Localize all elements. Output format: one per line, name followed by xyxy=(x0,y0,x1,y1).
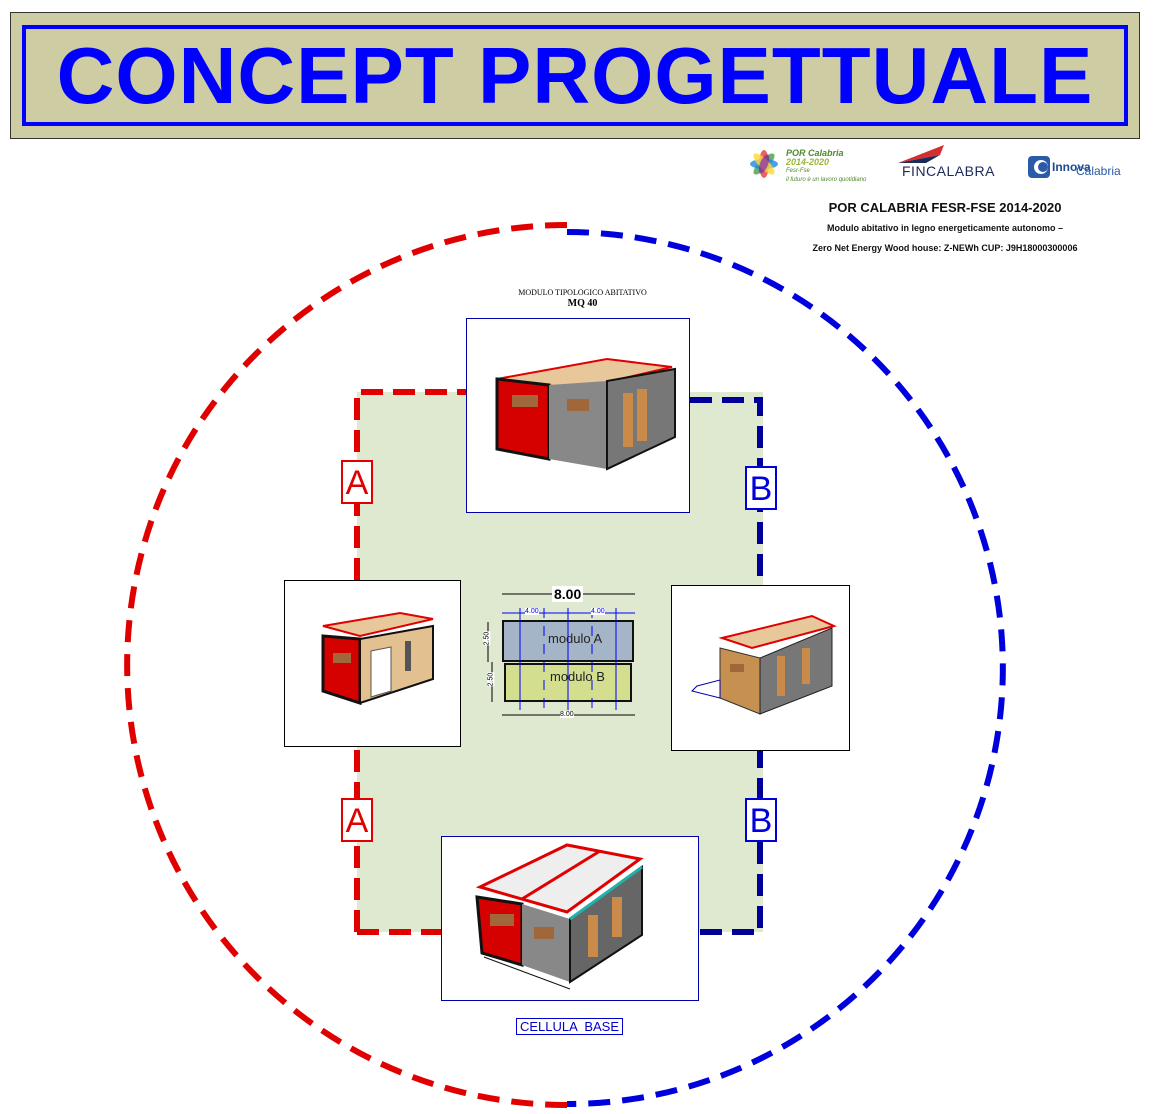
house-render xyxy=(495,357,676,471)
label-a-top: A xyxy=(341,460,373,504)
label-a-bottom: A xyxy=(341,798,373,842)
view-left-perspective xyxy=(284,580,461,747)
ci-part2: Innova xyxy=(1052,160,1091,174)
circle-half-a xyxy=(124,222,568,1108)
title-banner: CONCEPT PROGETTUALE xyxy=(10,12,1140,139)
view-top-perspective xyxy=(466,318,690,513)
flower-logo-icon xyxy=(750,150,778,178)
module-area: MQ 40 xyxy=(567,298,598,309)
view-right-perspective xyxy=(671,585,850,751)
program-title: POR CALABRIA FESR-FSE 2014-2020 xyxy=(828,200,1062,215)
plan-depth-b: 2.50 xyxy=(487,672,495,687)
area-border-a xyxy=(354,389,466,932)
plan-depth-a: 2.50 xyxy=(483,631,491,646)
page-title: CONCEPT PROGETTUALE xyxy=(56,30,1094,120)
logo-fincalabra: FINCALABRA xyxy=(896,145,1006,181)
por-fund: Fesr-Fse xyxy=(786,168,810,174)
por-name: POR Calabria xyxy=(786,148,844,158)
por-tagline: il futuro è un lavoro quotidiano xyxy=(786,177,867,183)
por-years: 2014-2020 xyxy=(786,157,830,167)
module-a-label: modulo A xyxy=(548,631,603,646)
plan-bottom-width: 8.00 xyxy=(560,711,574,718)
cellula-base-caption: CELLULA BASE xyxy=(516,1018,623,1035)
house-render xyxy=(321,611,434,706)
plan-half-left: 4.00 xyxy=(525,608,539,615)
project-line2: Zero Net Energy Wood house: Z-NEWh CUP: … xyxy=(812,243,1078,253)
label-b-bottom: B xyxy=(745,798,777,842)
house-render xyxy=(475,843,644,990)
ci-part1: Calabria xyxy=(1076,164,1121,178)
title-frame: CONCEPT PROGETTUALE xyxy=(22,25,1128,126)
module-type: MODULO TIPOLOGICO ABITATIVO xyxy=(518,288,647,297)
circle-half-b xyxy=(566,229,1006,1107)
project-line1: Modulo abitativo in legno energeticament… xyxy=(826,223,1064,233)
fincalabra-wing-icon xyxy=(898,145,944,163)
house-render xyxy=(691,614,837,715)
calabria-innova-icon xyxy=(1028,156,1050,178)
plan-total-width: 8.00 xyxy=(552,586,584,602)
view-cellula-base xyxy=(441,836,699,1001)
logo-por-calabria: POR Calabria 2014-2020 Fesr-Fse il futur… xyxy=(746,146,886,183)
floor-plan xyxy=(487,593,635,716)
fincalabra-text: FINCALABRA xyxy=(902,163,995,179)
module-b-label: modulo B xyxy=(550,669,605,684)
plan-half-right: 4.00 xyxy=(591,608,605,615)
label-b-top: B xyxy=(745,466,777,510)
module-title: MODULO TIPOLOGICO ABITATIVO MQ 40 xyxy=(490,287,675,309)
